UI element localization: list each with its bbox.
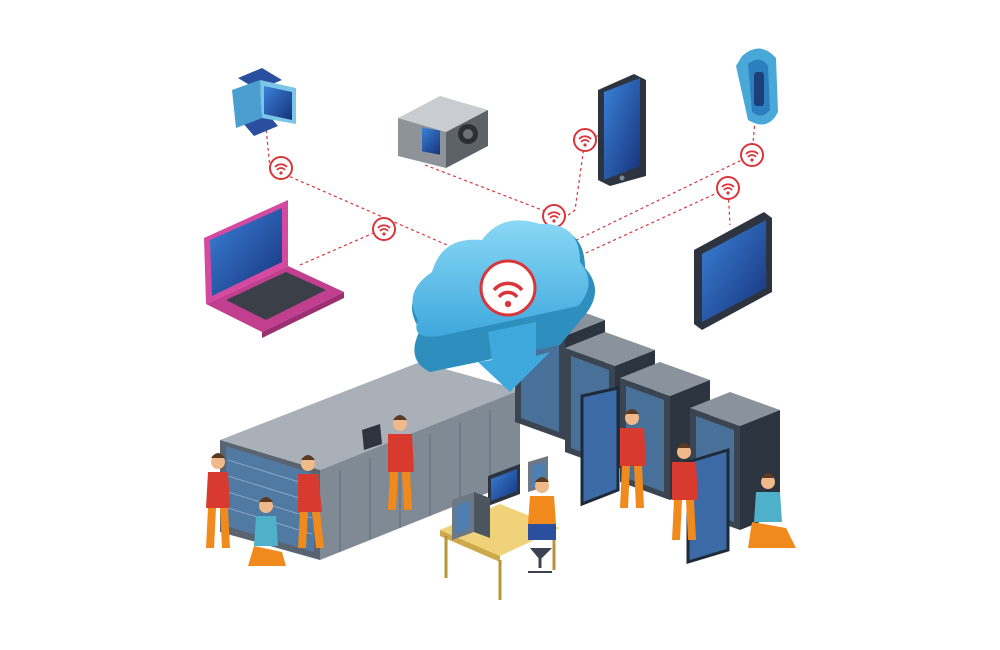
tablet-icon xyxy=(694,212,772,330)
technician-figure xyxy=(206,453,230,548)
technician-figure xyxy=(248,497,286,566)
technician-figure xyxy=(620,409,646,508)
fitness-band-icon xyxy=(736,48,778,125)
monitor-icon xyxy=(488,464,520,506)
smartphone-icon xyxy=(598,74,646,186)
technician-figure xyxy=(672,443,698,540)
technician-figure xyxy=(362,415,414,510)
laptop-icon xyxy=(204,200,344,338)
office-chair-icon xyxy=(528,548,552,573)
technician-figure xyxy=(528,477,556,540)
open-rack-door xyxy=(580,386,620,507)
wifi-icon xyxy=(716,176,740,200)
technician-figure xyxy=(298,455,324,548)
wifi-icon xyxy=(573,128,597,152)
mini-server-icon xyxy=(452,492,490,540)
smartwatch-icon xyxy=(232,68,296,136)
technicians xyxy=(206,409,796,566)
wifi-icon xyxy=(269,156,293,180)
action-camera-icon xyxy=(398,96,488,168)
wifi-icon xyxy=(542,204,566,228)
wifi-icon xyxy=(372,217,396,241)
wifi-icon xyxy=(740,143,764,167)
technician-figure xyxy=(748,473,796,548)
cloud-wifi-icon xyxy=(412,220,595,392)
